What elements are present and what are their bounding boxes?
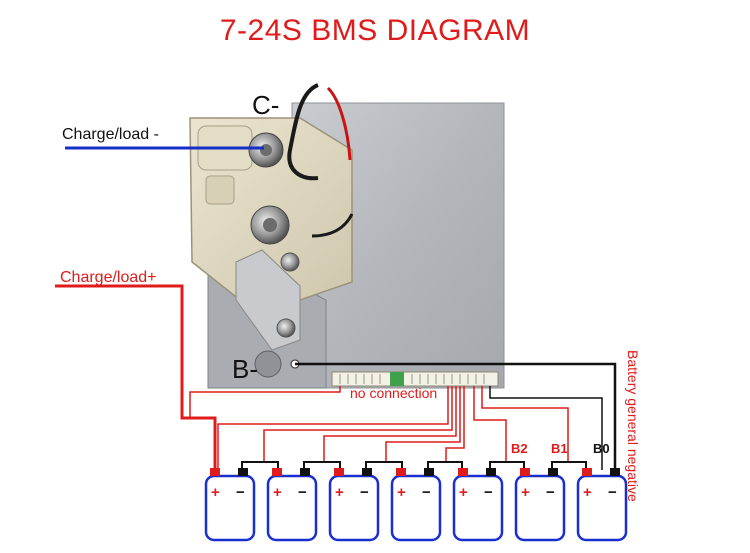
b-minus-hole — [254, 350, 282, 378]
cell-plus-symbol: + — [335, 484, 344, 501]
b-minus-label: B- — [232, 354, 258, 384]
bolt-core — [263, 218, 277, 232]
no-connection-label: no connection — [350, 385, 437, 401]
cell-symbols: + − + − + − + − + − + − + − — [211, 484, 617, 501]
cell-plus-symbol: + — [459, 484, 468, 501]
cell-minus-symbol: − — [236, 484, 245, 501]
battery-general-negative-wire — [295, 362, 617, 470]
cell-minus-symbol: − — [360, 484, 369, 501]
battery-cell — [266, 468, 318, 542]
cell-minus-symbol: − — [298, 484, 307, 501]
battery-cell — [514, 468, 566, 542]
cell-minus-symbol: − — [546, 484, 555, 501]
connector-key — [390, 372, 404, 386]
cell-plus-symbol: + — [273, 484, 282, 501]
charge-load-minus-label: Charge/load - — [62, 126, 159, 143]
sense-wire-red — [326, 86, 352, 161]
b0-sense-wire — [489, 386, 603, 470]
balance-sense-wires — [217, 386, 569, 470]
charge-load-plus-label: Charge/load+ — [60, 269, 157, 286]
no-connection-wire — [189, 386, 341, 418]
charge-load-plus-wire — [55, 284, 217, 470]
c-minus-label: C- — [252, 90, 279, 120]
battery-cell — [204, 468, 256, 542]
housing-slot — [205, 175, 235, 205]
screw — [280, 252, 300, 272]
screw — [276, 318, 296, 338]
cell-plus-symbol: + — [583, 484, 592, 501]
balance-connector — [331, 371, 499, 387]
lower-sense-wire — [311, 213, 354, 238]
battery-cell — [576, 468, 628, 542]
c-minus-sense-wire — [287, 83, 319, 181]
bolt-core — [260, 144, 272, 156]
cell-plus-symbol: + — [521, 484, 530, 501]
balance-connector-pins — [339, 374, 485, 384]
series-bridges — [241, 461, 587, 470]
cell-minus-symbol: − — [484, 484, 493, 501]
battery-cell — [328, 468, 380, 542]
battery-general-negative-label: Battery general negative — [625, 350, 641, 502]
b2-label: B2 — [511, 441, 528, 456]
diagram-title: 7-24S BMS DIAGRAM — [219, 14, 531, 47]
cell-minus-symbol: − — [422, 484, 431, 501]
battery-cell — [390, 468, 442, 542]
battery-cell-row — [204, 468, 628, 542]
b1-label: B1 — [551, 441, 568, 456]
cell-plus-symbol: + — [397, 484, 406, 501]
b0-label: B0 — [593, 441, 610, 456]
cell-plus-symbol: + — [211, 484, 220, 501]
cell-minus-symbol: − — [608, 484, 617, 501]
battery-cell — [452, 468, 504, 542]
